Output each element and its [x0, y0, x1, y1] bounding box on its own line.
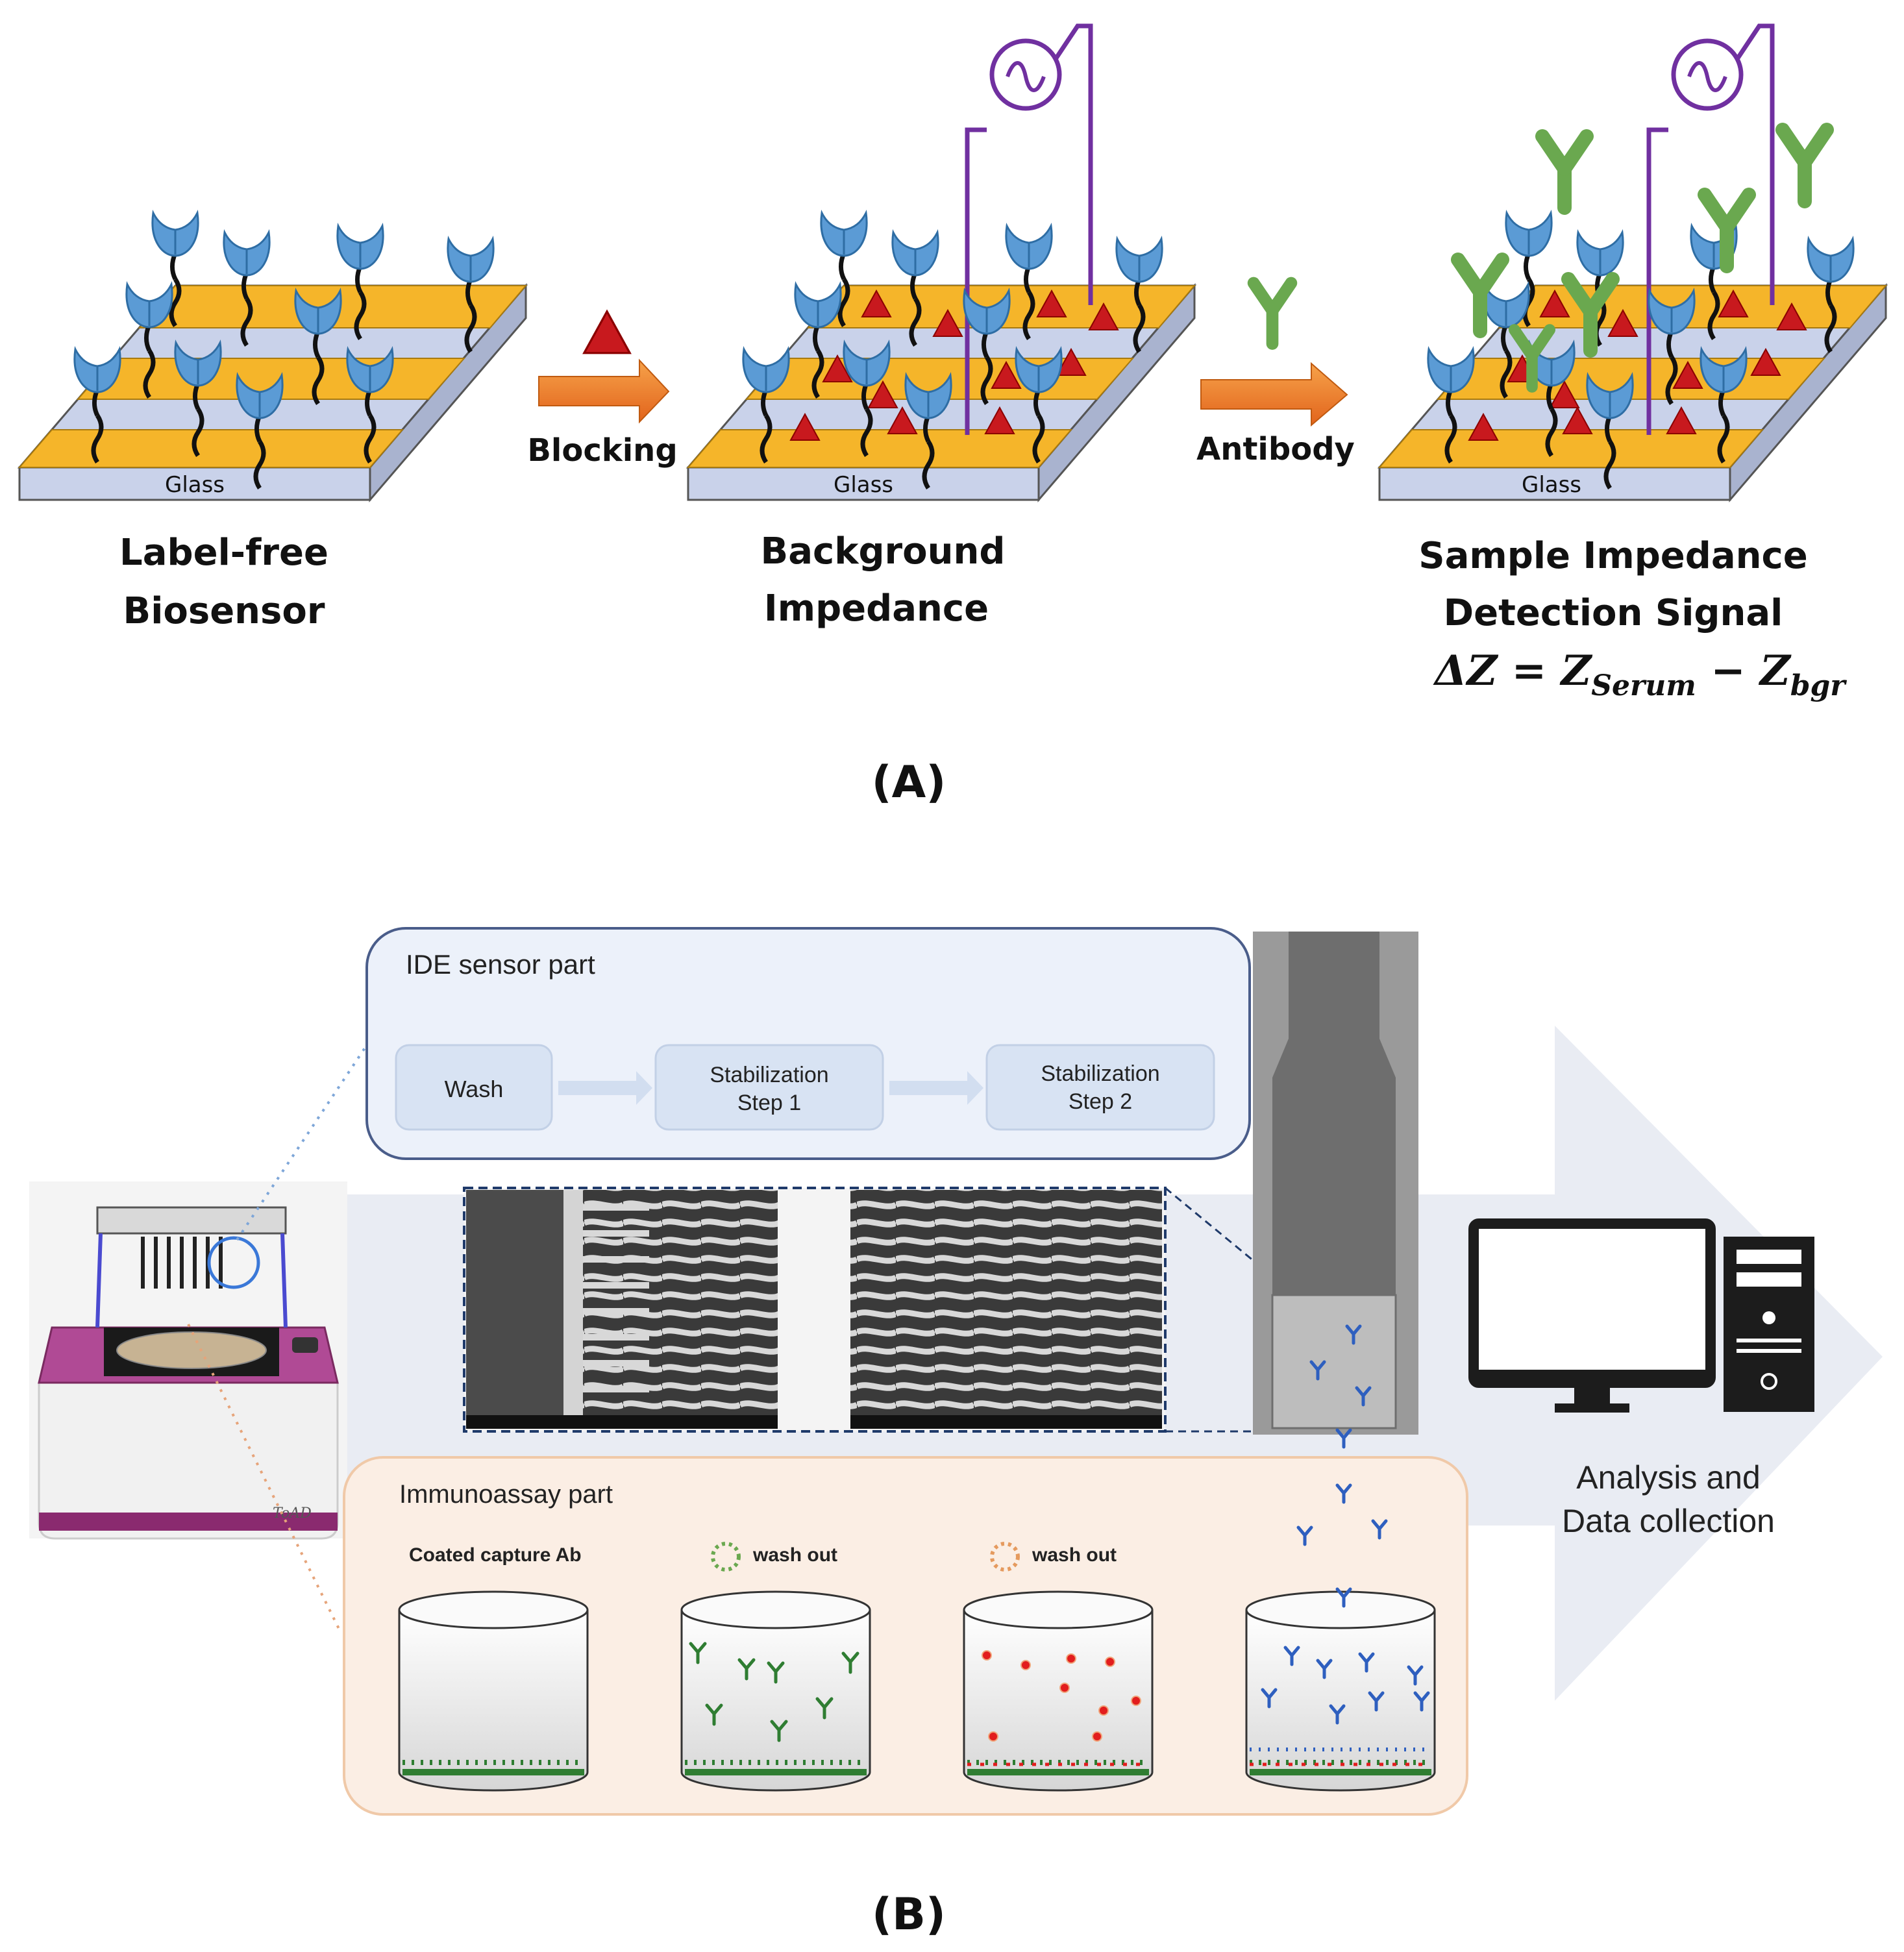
blocking-label: Blocking [527, 432, 677, 469]
well-4 [1245, 1485, 1436, 1792]
blocking-arrow [538, 310, 670, 424]
immuno-title: Immunoassay part [399, 1480, 613, 1509]
sem-images [463, 1187, 1167, 1433]
well-3-label: wash out [1032, 1544, 1117, 1566]
ide-sensor-box: IDE sensor part Wash Stabilization Step … [365, 927, 1251, 1160]
chip-stage-2: Glass [686, 23, 1197, 503]
well-2 [680, 1590, 871, 1792]
immunoassay-box: Immunoassay part Coated capture Ab wash … [343, 1456, 1468, 1816]
stage-3-label-line-2: Detection Signal [1444, 592, 1783, 634]
glass-label: Glass [165, 472, 225, 498]
step-stabilization-1-line-2: Step 1 [737, 1091, 801, 1115]
chip-stage-1: Glass [17, 213, 528, 503]
panel-b: ToAD IDE sensor part Wash Stabilization … [29, 927, 1883, 1940]
stage-2-label-line-2: Impedance [764, 587, 989, 630]
panel-a: Glass Label-free Biosensor Blocking Glas… [17, 23, 1888, 808]
analysis-label-line-2: Data collection [1562, 1503, 1775, 1539]
step-stabilization-2-line-1: Stabilization [1041, 1061, 1159, 1086]
sensor-strip [1253, 932, 1418, 1447]
stage-1-label-line-2: Biosensor [123, 590, 325, 632]
well-3 [963, 1590, 1154, 1792]
well-1 [398, 1590, 589, 1792]
well-1-label: Coated capture Ab [409, 1544, 582, 1566]
glass-label: Glass [1522, 472, 1581, 498]
glass-label: Glass [834, 472, 893, 498]
panel-b-caption: (B) [872, 1889, 946, 1940]
step-stabilization-1-line-1: Stabilization [710, 1063, 828, 1087]
formula: ΔZ = ZSerum − Zbgr [1433, 647, 1847, 702]
stage-2-label-line-1: Background [761, 530, 1006, 573]
stage-3-label-line-1: Sample Impedance [1418, 535, 1807, 577]
analysis-label-line-1: Analysis and [1576, 1459, 1761, 1496]
toad-device: ToAD [29, 1181, 347, 1540]
ide-title: IDE sensor part [406, 949, 595, 980]
antibody-label: Antibody [1196, 431, 1355, 467]
well-2-label: wash out [752, 1544, 837, 1566]
step-wash: Wash [445, 1076, 504, 1102]
step-stabilization-2-line-2: Step 2 [1069, 1089, 1132, 1114]
antibody-arrow [1200, 283, 1348, 427]
chip-stage-3: Glass [1377, 23, 1888, 503]
panel-a-caption: (A) [872, 757, 946, 808]
stage-1-label-line-1: Label-free [119, 532, 328, 574]
computer-icon [1468, 1218, 1814, 1413]
device-brand: ToAD [273, 1505, 312, 1522]
